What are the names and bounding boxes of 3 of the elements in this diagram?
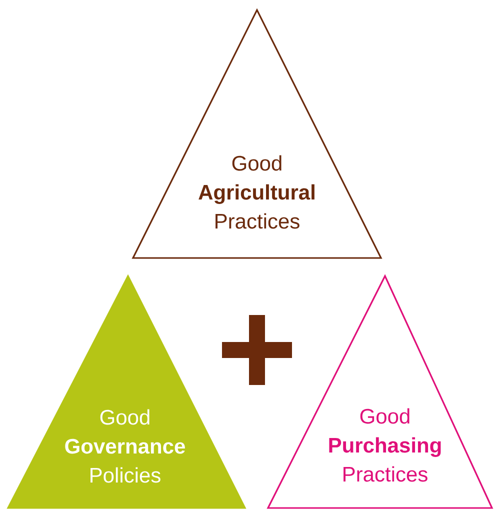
triangle-label: Good Agricultural Practices	[198, 155, 314, 229]
triangle-label: Good Governance Policies	[65, 409, 185, 483]
triangle-label: Good Purchasing Practices	[329, 408, 441, 482]
